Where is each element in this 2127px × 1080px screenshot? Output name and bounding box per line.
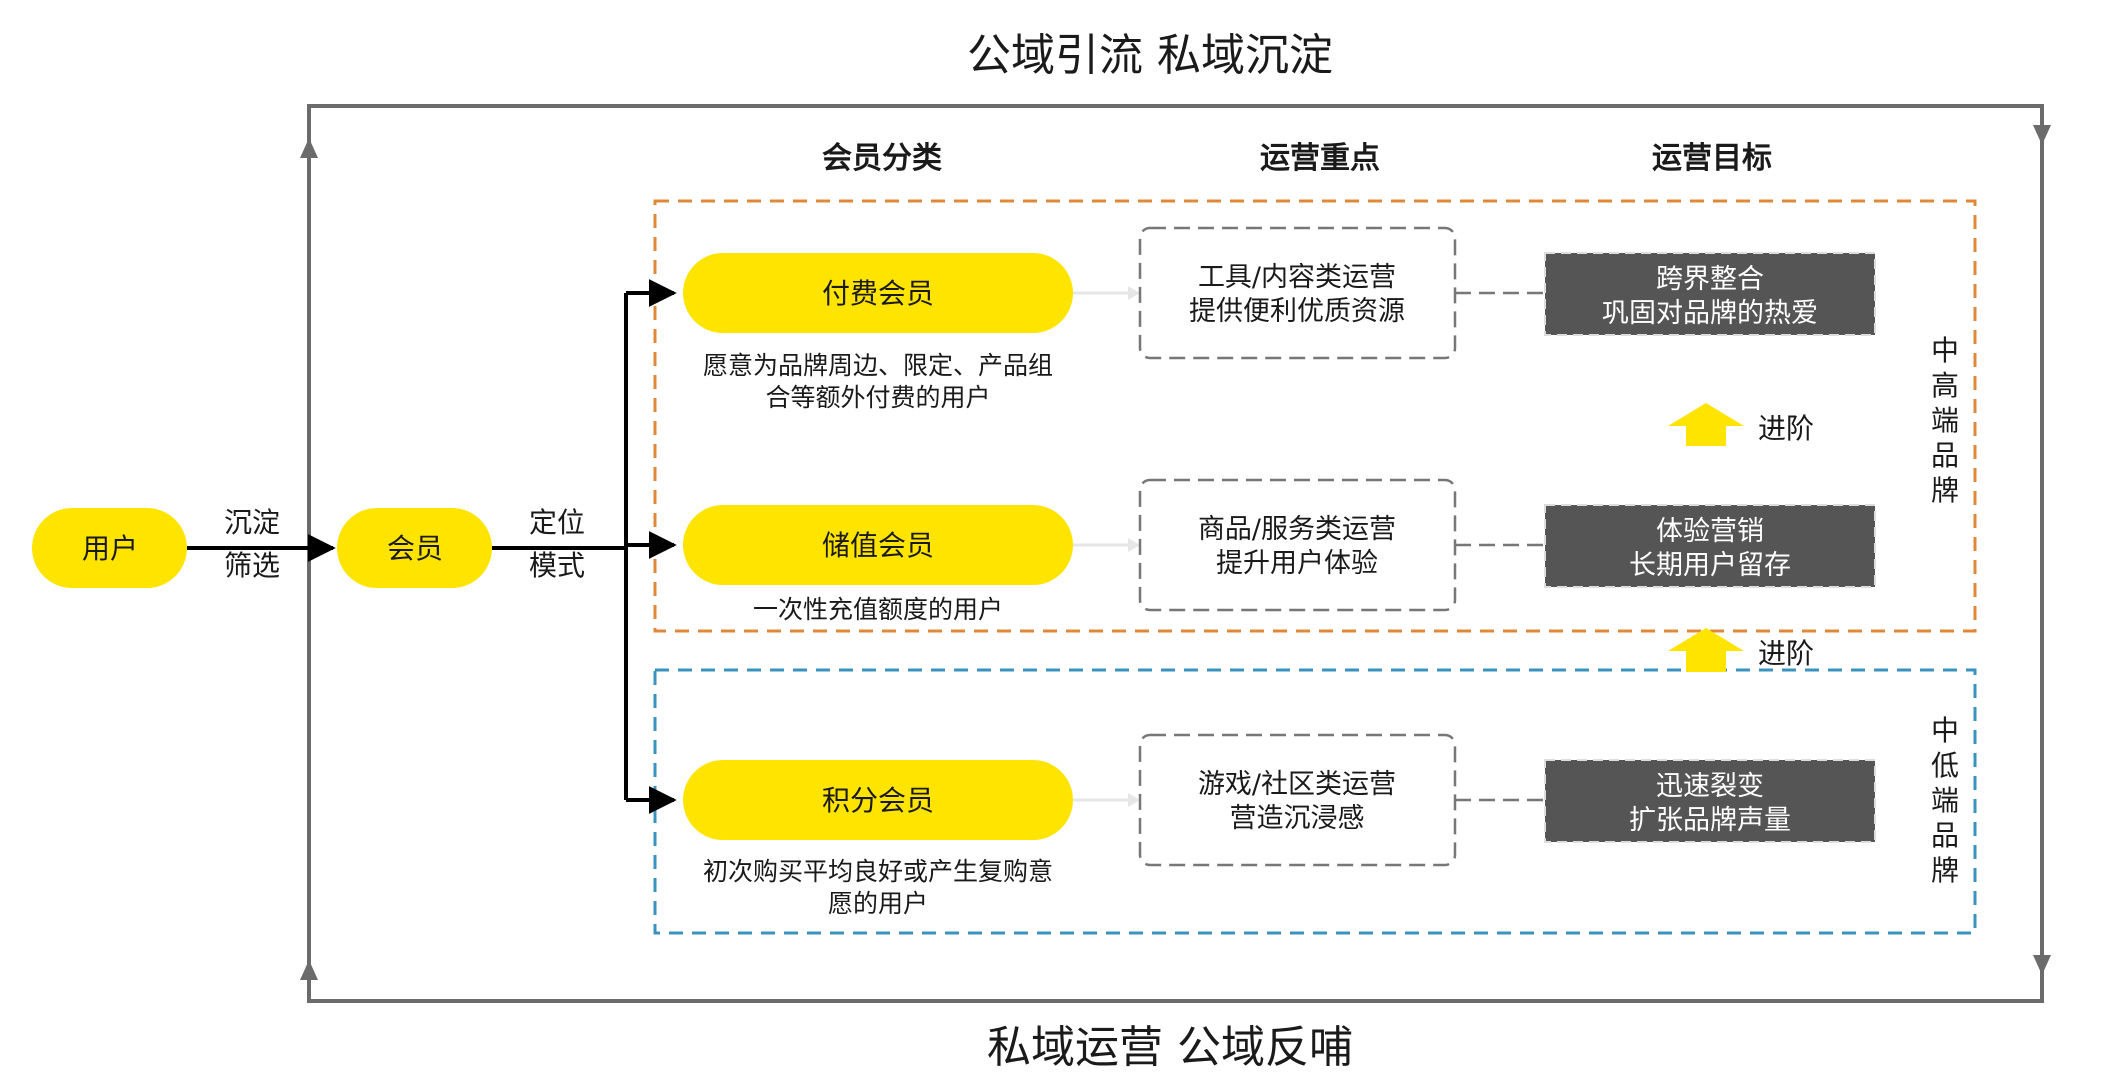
paid-goal-line1: 跨界整合 — [1656, 264, 1764, 295]
advance-up-arrow-icon — [1668, 628, 1744, 672]
advance-arrow-lower: 进阶 — [1668, 628, 1814, 672]
points-focus-line2: 营造沉浸感 — [1230, 803, 1365, 834]
paid-focus-line1: 工具/内容类运营 — [1198, 262, 1396, 293]
paid-member-desc-line2: 合等额外付费的用户 — [765, 383, 990, 412]
step1-line1: 沉淀 — [224, 506, 280, 539]
points-goal-box — [1544, 759, 1876, 843]
frame-down-arrow-icon — [2033, 955, 2051, 975]
stored-member-desc-line1: 一次性充值额度的用户 — [753, 595, 1003, 624]
svg-text:中: 中 — [1931, 334, 1959, 367]
header-goal: 运营目标 — [1652, 141, 1772, 176]
advance-up-arrow-icon — [1668, 403, 1744, 446]
paid-member-label: 付费会员 — [822, 277, 934, 310]
advance-label-lower: 进阶 — [1758, 637, 1814, 670]
points-member-desc-line1: 初次购买平均良好或产生复购意 — [703, 857, 1053, 886]
paid-member-pill — [683, 253, 1073, 333]
points-goal-line2: 扩张品牌声量 — [1629, 805, 1791, 836]
member-node — [337, 508, 492, 588]
paid-focus-box — [1138, 226, 1457, 360]
svg-text:低: 低 — [1931, 749, 1959, 782]
member-node-label: 会员 — [387, 532, 443, 565]
stored-member-pill — [683, 505, 1073, 585]
member-row-points: 积分会员 初次购买平均良好或产生复购意 愿的用户 游戏/社区类运营 营造沉浸感 … — [683, 733, 1876, 918]
stored-member-label: 储值会员 — [822, 529, 934, 562]
stored-goal-line1: 体验营销 — [1656, 516, 1764, 547]
stored-goal-box — [1544, 504, 1876, 588]
step1-line2: 筛选 — [224, 549, 280, 582]
member-row-stored: 储值会员 一次性充值额度的用户 商品/服务类运营 提升用户体验 体验营销 长期用… — [683, 478, 1876, 624]
stored-focus-line1: 商品/服务类运营 — [1198, 514, 1396, 545]
frame-down-arrow-icon — [2033, 125, 2051, 145]
step2-line2: 模式 — [529, 549, 585, 582]
frame-up-arrow-icon — [300, 960, 318, 980]
svg-text:端: 端 — [1931, 404, 1959, 437]
stored-goal-line2: 长期用户留存 — [1629, 550, 1791, 581]
svg-text:端: 端 — [1931, 784, 1959, 817]
header-focus: 运营重点 — [1260, 141, 1380, 176]
svg-text:品: 品 — [1931, 439, 1959, 472]
stored-focus-line2: 提升用户体验 — [1216, 548, 1378, 579]
points-member-desc-line2: 愿的用户 — [828, 889, 928, 918]
paid-focus-line2: 提供便利优质资源 — [1189, 296, 1405, 327]
header-classification: 会员分类 — [822, 141, 942, 176]
frame-up-arrow-icon — [300, 138, 318, 158]
points-goal-line1: 迅速裂变 — [1656, 771, 1764, 802]
advance-label-upper: 进阶 — [1758, 412, 1814, 445]
high-tier-label: 中 高 端 品 牌 — [1931, 334, 1959, 507]
top-title: 公域引流 私域沉淀 — [967, 30, 1333, 81]
points-focus-line1: 游戏/社区类运营 — [1198, 769, 1396, 800]
stored-focus-box — [1138, 478, 1457, 612]
paid-member-desc-line1: 愿意为品牌周边、限定、产品组 — [703, 351, 1053, 380]
points-focus-box — [1138, 733, 1457, 867]
user-node-label: 用户 — [82, 532, 138, 565]
member-row-paid: 付费会员 愿意为品牌周边、限定、产品组 合等额外付费的用户 工具/内容类运营 提… — [683, 226, 1876, 412]
bottom-title: 私域运营 公域反哺 — [987, 1022, 1353, 1073]
step2-line1: 定位 — [529, 506, 585, 539]
points-member-pill — [683, 760, 1073, 840]
branch-connector — [492, 279, 677, 814]
points-member-label: 积分会员 — [822, 784, 934, 817]
paid-goal-line2: 巩固对品牌的热爱 — [1602, 298, 1818, 329]
user-node — [32, 508, 187, 588]
paid-goal-box — [1544, 252, 1876, 336]
svg-text:牌: 牌 — [1931, 474, 1959, 507]
low-tier-box — [653, 668, 1977, 935]
low-tier-label: 中 低 端 品 牌 — [1931, 714, 1959, 887]
svg-text:品: 品 — [1931, 819, 1959, 852]
svg-text:牌: 牌 — [1931, 854, 1959, 887]
svg-text:高: 高 — [1931, 369, 1959, 402]
advance-arrow-upper: 进阶 — [1668, 403, 1814, 446]
svg-text:中: 中 — [1931, 714, 1959, 747]
